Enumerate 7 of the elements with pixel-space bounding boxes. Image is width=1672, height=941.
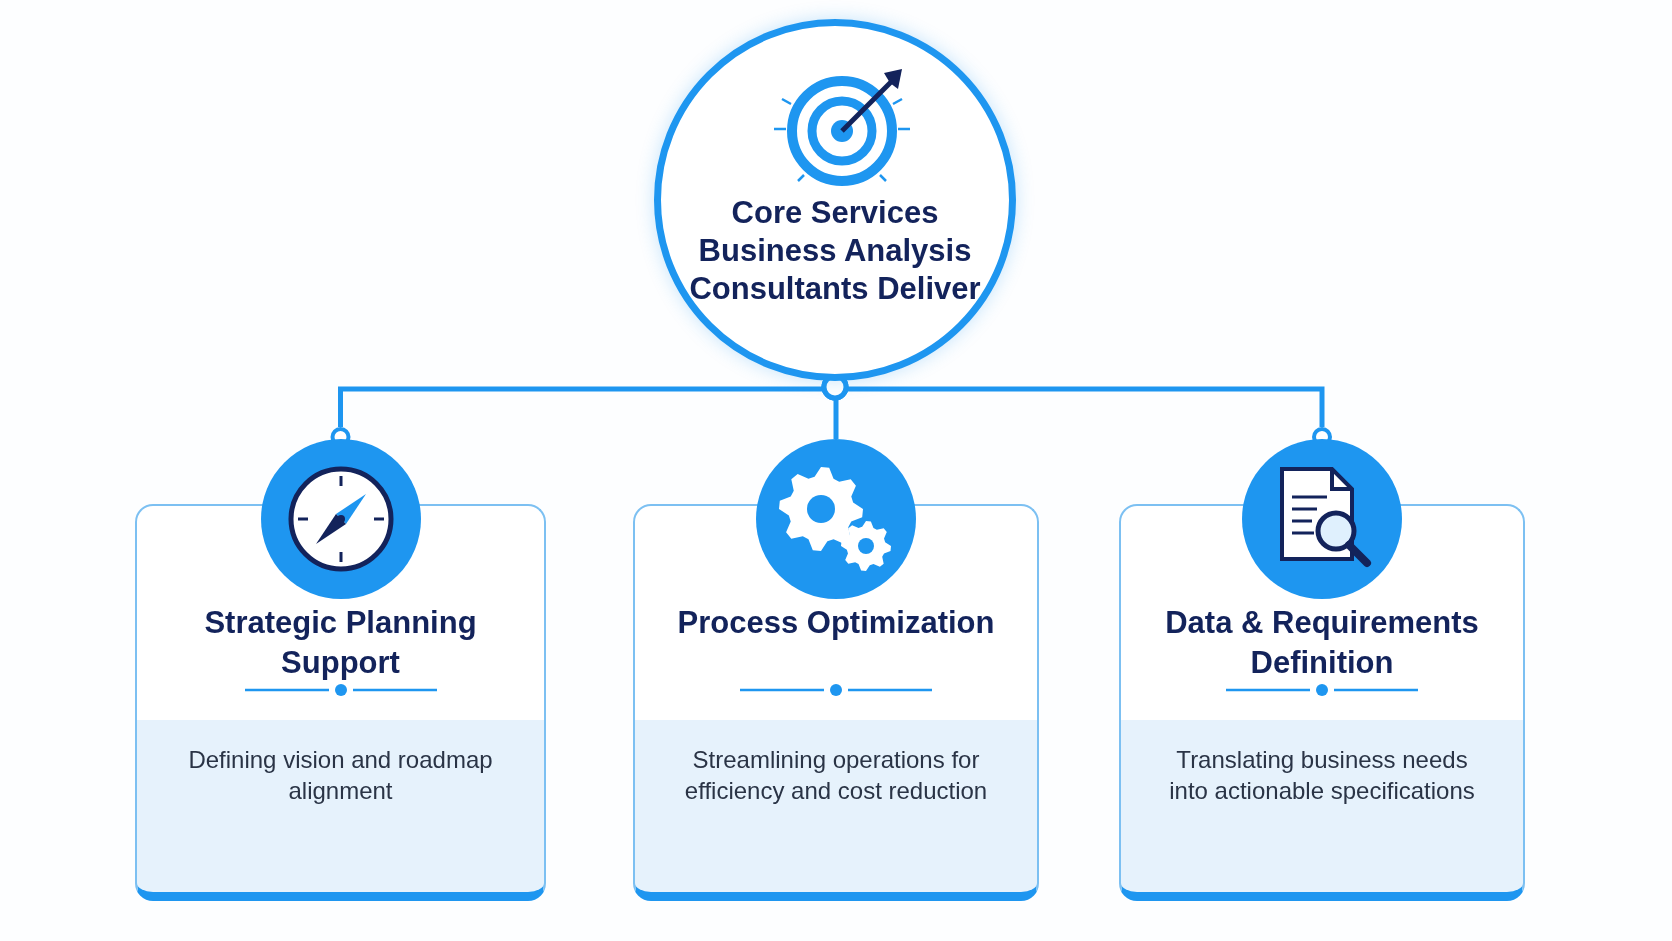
card-description: Translating business needs into actionable specifications [1168,745,1476,806]
card-heading: Process Optimization [676,604,996,642]
card-heading: Data & Requirements Definition [1164,604,1480,682]
card-description: Streamlining operations for efficiency and cost reduction [683,745,989,806]
card-description: Defining vision and roadmap alignment [187,745,494,806]
card-heading: Strategic Planning Support [203,604,478,682]
hub-title: Core Services Business Analysis Consultants Deliver [688,194,982,308]
